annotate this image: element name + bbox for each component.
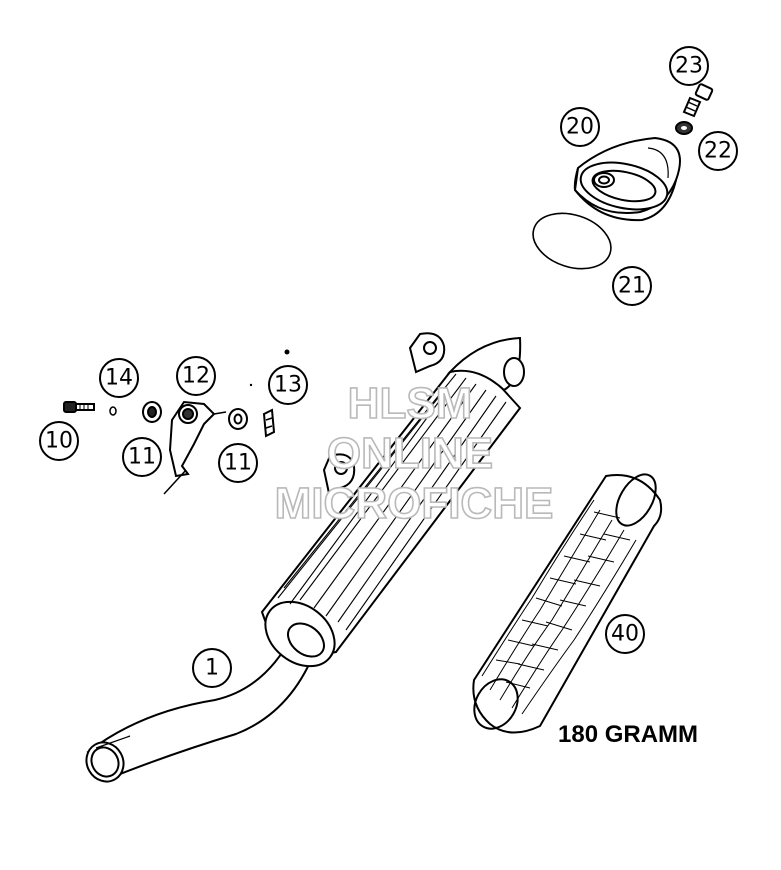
watermark: HLSM ONLINE MICROFICHE bbox=[274, 378, 554, 529]
callout-10-label: 10 bbox=[45, 429, 73, 454]
callout-11-left-label: 11 bbox=[128, 445, 156, 470]
callout-11-right: 11 bbox=[218, 443, 258, 483]
mount-clip bbox=[262, 408, 276, 438]
callout-20-label: 20 bbox=[566, 115, 594, 140]
callout-40: 40 bbox=[605, 614, 645, 654]
callout-13: 13 bbox=[268, 365, 308, 405]
callout-11-left: 11 bbox=[122, 437, 162, 477]
mounting-hardware bbox=[63, 349, 290, 495]
callout-23: 23 bbox=[669, 46, 709, 86]
end-cap-assembly bbox=[532, 83, 714, 270]
callout-22-label: 22 bbox=[704, 139, 732, 164]
callout-1-label: 1 bbox=[205, 656, 219, 681]
callout-14-label: 14 bbox=[105, 366, 133, 391]
end-cap-screw bbox=[682, 83, 714, 118]
silencer-packing bbox=[472, 473, 663, 734]
watermark-line-1: HLSM bbox=[348, 379, 473, 428]
callout-12: 12 bbox=[176, 356, 216, 396]
callout-12-label: 12 bbox=[182, 364, 210, 389]
mount-bracket bbox=[163, 400, 227, 495]
watermark-line-2: ONLINE bbox=[327, 429, 493, 478]
watermark-line-3: MICROFICHE bbox=[275, 479, 554, 528]
packing-weight-label: 180 GRAMM bbox=[558, 721, 698, 748]
callout-11-right-label: 11 bbox=[224, 451, 252, 476]
callout-13-label: 13 bbox=[274, 373, 302, 398]
callout-22: 22 bbox=[698, 131, 738, 171]
callout-23-label: 23 bbox=[675, 54, 703, 79]
callout-14: 14 bbox=[99, 358, 139, 398]
end-cap bbox=[573, 136, 681, 222]
silencer-body bbox=[85, 332, 525, 783]
callout-1: 1 bbox=[192, 648, 232, 688]
callout-21: 21 bbox=[612, 266, 652, 306]
callout-20: 20 bbox=[560, 107, 600, 147]
callout-21-label: 21 bbox=[618, 274, 646, 299]
mount-bolt bbox=[63, 401, 95, 413]
end-cap-gasket bbox=[532, 212, 612, 270]
callout-40-label: 40 bbox=[611, 622, 639, 647]
callout-10: 10 bbox=[39, 421, 79, 461]
rubber-grommet-right bbox=[228, 408, 248, 430]
mount-small-washer bbox=[109, 406, 117, 416]
rubber-grommet-left bbox=[142, 401, 162, 423]
